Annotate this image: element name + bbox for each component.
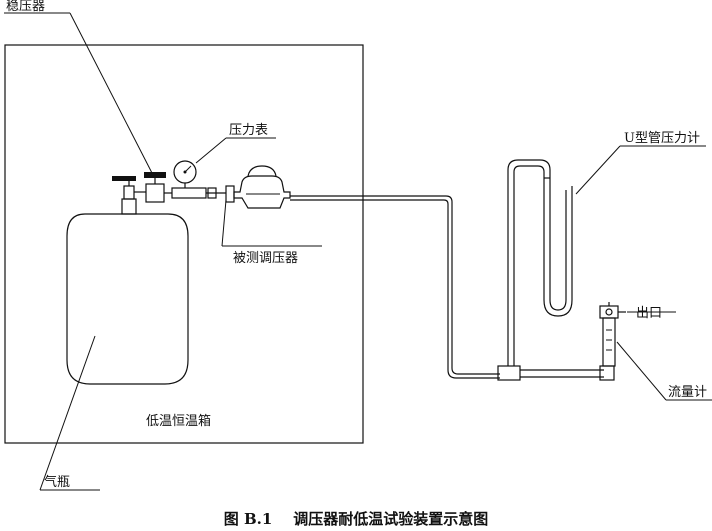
stabilizer <box>144 172 172 203</box>
figure-caption: 图 B.1 调压器耐低温试验装置示意图 <box>224 510 488 528</box>
label-regulator-under-test: 被测调压器 <box>233 251 298 266</box>
pressure-gauge <box>171 160 207 199</box>
gas-cylinder <box>66 213 189 385</box>
fitting <box>207 187 217 199</box>
label-flowmeter: 流量计 <box>668 385 707 400</box>
cylinder-valve <box>112 176 146 200</box>
u-tube-manometer <box>507 159 573 362</box>
low-temp-chamber-box <box>4 44 364 444</box>
outlet-pipe <box>290 195 500 379</box>
label-u-manometer: U型管压力计 <box>624 131 700 146</box>
cylinder-neck <box>121 198 137 215</box>
label-low-temp-chamber: 低温恒温箱 <box>146 413 211 429</box>
label-gas-cylinder: 气瓶 <box>44 474 70 490</box>
label-stabilizer: 稳压器 <box>6 0 45 14</box>
flowmeter <box>599 302 626 381</box>
label-pressure-gauge: 压力表 <box>229 123 268 138</box>
label-outlet: 出口 <box>636 306 662 321</box>
flow-pipe <box>520 369 604 378</box>
regulator-under-test <box>225 165 291 209</box>
t-junction <box>497 365 521 381</box>
leader-lines <box>4 12 712 491</box>
